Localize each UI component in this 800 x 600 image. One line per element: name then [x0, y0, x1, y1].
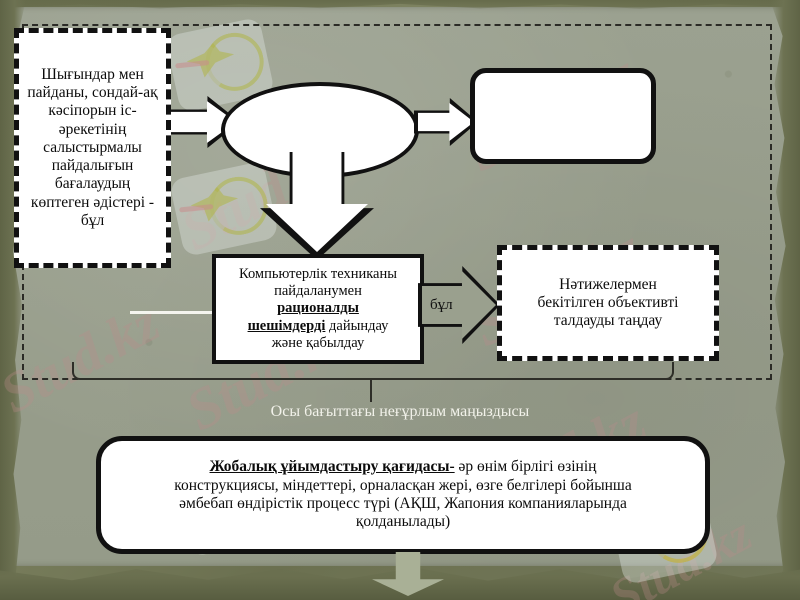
- box-right-line-3: талдауды таңдау: [553, 312, 663, 330]
- grouping-brace-stem: [370, 378, 372, 402]
- box-bottom-line-2: конструкциясы, міндеттері, орналасқан же…: [174, 476, 632, 494]
- box-right-line-1: Нәтижелермен: [559, 275, 657, 293]
- box-left-methods-text: Шығындар мен пайданы, сондай-ақ кәсіпоры…: [27, 65, 158, 229]
- box-top-right-empty-text: [475, 114, 651, 118]
- box-bottom-principle-text: Жобалық ұйымдастыру қағидасы- әр өнім бі…: [101, 456, 705, 533]
- section-caption: Осы бағыттағы неғұрлым маңыздысы: [270, 403, 530, 420]
- box-right-results[interactable]: Нәтижелермен бекітілген объективті талда…: [497, 245, 719, 361]
- box-top-right-empty[interactable]: [470, 68, 656, 164]
- box-middle-line-1: Компьютерлік техниканы: [239, 266, 397, 283]
- box-right-line-2: бекітілген объективті: [537, 293, 679, 311]
- box-middle-computer-text: Компьютерлік техниканы пайдаланумен раци…: [216, 264, 420, 354]
- box-middle-line-4: шешімдерді дайындау: [222, 318, 414, 335]
- box-middle-line-2: пайдаланумен: [274, 283, 362, 300]
- box-middle-line-5: және қабылдау: [271, 334, 365, 351]
- box-bottom-line-4: қолданылады): [355, 513, 451, 531]
- box-middle-line-3-emphasis: рационалды: [277, 300, 359, 317]
- box-bottom-line-3: әмбебап өндірістік процесс түрі (АҚШ, Жа…: [179, 495, 627, 512]
- box-bottom-line-1-rest: әр өнім бірлігі өзінің: [454, 458, 597, 476]
- grouping-brace: [72, 362, 674, 380]
- box-bottom-principle[interactable]: Жобалық ұйымдастыру қағидасы- әр өнім бі…: [96, 436, 710, 554]
- box-left-methods[interactable]: Шығындар мен пайданы, сондай-ақ кәсіпоры…: [14, 28, 171, 268]
- box-bottom-line-1: Жобалық ұйымдастыру қағидасы- әр өнім бі…: [115, 458, 691, 476]
- white-divider-rule: [130, 311, 212, 314]
- box-middle-line-4-rest: дайындау: [325, 317, 389, 334]
- arrow-middle-to-right-label: бұл: [430, 296, 453, 313]
- box-middle-line-4-emphasis: шешімдерді: [247, 317, 326, 334]
- box-right-results-text: Нәтижелермен бекітілген объективті талда…: [502, 274, 714, 333]
- box-middle-computer[interactable]: Компьютерлік техниканы пайдаланумен раци…: [212, 254, 424, 364]
- box-bottom-lead-emphasis: Жобалық ұйымдастыру қағидасы-: [209, 458, 455, 476]
- box-middle-line-3: рационалды: [222, 300, 414, 317]
